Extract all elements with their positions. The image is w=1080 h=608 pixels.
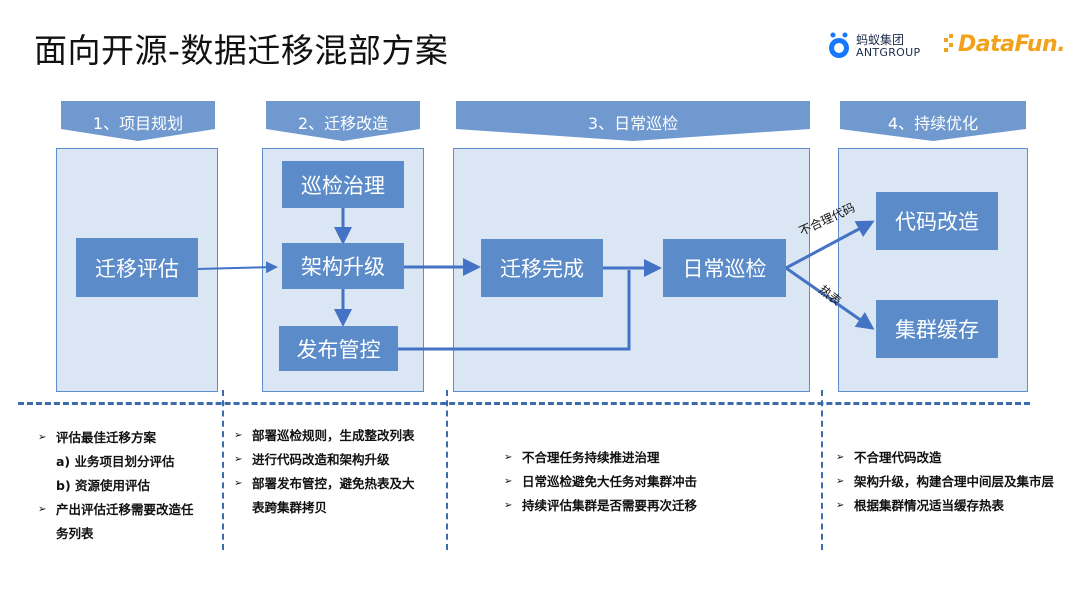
list-item: ➢产出评估迁移需要改造任: [38, 498, 194, 522]
datafun-mark-icon: [944, 34, 953, 52]
list-item: ➢不合理代码改造: [836, 446, 1054, 470]
node-daily-inspection: 日常巡检: [663, 239, 786, 297]
list-item: ➢不合理任务持续推进治理: [504, 446, 697, 470]
node-release-control: 发布管控: [279, 326, 398, 371]
arrow-daily-to-cache: [785, 266, 875, 330]
list-item: 表跨集群拷贝: [252, 500, 328, 515]
arrow-release-to-daily: [398, 270, 631, 351]
list-item: ➢日常巡检避免大任务对集群冲击: [504, 470, 697, 494]
antgroup-logo: 蚂蚁集团 ANTGROUP: [826, 30, 926, 60]
bullet-arrow-icon: ➢: [836, 452, 845, 463]
horizontal-divider: [18, 402, 1030, 405]
bullet-arrow-icon: ➢: [38, 432, 47, 443]
list-item: ➢根据集群情况适当缓存热表: [836, 494, 1054, 518]
bullet-arrow-icon: ➢: [504, 476, 513, 487]
bullets-inspection: ➢不合理任务持续推进治理 ➢日常巡检避免大任务对集群冲击 ➢持续评估集群是否需要…: [504, 446, 697, 518]
list-item: ➢进行代码改造和架构升级: [234, 448, 415, 472]
page-title: 面向开源-数据迁移混部方案: [34, 31, 449, 70]
bullet-arrow-icon: ➢: [836, 500, 845, 511]
ant-logo-en: ANTGROUP: [856, 46, 921, 59]
list-item: 务列表: [56, 526, 94, 541]
bullets-optimization: ➢不合理代码改造 ➢架构升级，构建合理中间层及集市层 ➢根据集群情况适当缓存热表: [836, 446, 1054, 518]
node-code-refactor: 代码改造: [876, 192, 998, 250]
list-item: ➢持续评估集群是否需要再次迁移: [504, 494, 697, 518]
node-cluster-cache: 集群缓存: [876, 300, 998, 358]
bullet-arrow-icon: ➢: [504, 452, 513, 463]
list-item: a) 业务项目划分评估: [56, 454, 175, 469]
bullet-arrow-icon: ➢: [504, 500, 513, 511]
column-divider-1: [222, 390, 224, 550]
node-inspection-governance: 巡检治理: [282, 161, 404, 208]
list-item: ➢架构升级，构建合理中间层及集市层: [836, 470, 1054, 494]
arrow-daily-to-code: [785, 220, 875, 270]
bullets-planning: ➢评估最佳迁移方案 a) 业务项目划分评估 b) 资源使用评估 ➢产出评估迁移需…: [38, 426, 194, 546]
bullet-arrow-icon: ➢: [234, 478, 243, 489]
arrow-assess-to-upgrade: [196, 261, 278, 274]
ant-icon: [829, 32, 849, 58]
bullet-arrow-icon: ➢: [234, 430, 243, 441]
column-divider-3: [821, 390, 823, 550]
list-item: ➢部署巡检规则，生成整改列表: [234, 424, 415, 448]
list-item: ➢部署发布管控，避免热表及大: [234, 472, 415, 496]
column-divider-2: [446, 390, 448, 550]
node-architecture-upgrade: 架构升级: [282, 243, 404, 289]
bullet-arrow-icon: ➢: [38, 504, 47, 515]
list-item: ➢评估最佳迁移方案: [38, 426, 194, 450]
list-item: b) 资源使用评估: [56, 478, 151, 493]
bullet-arrow-icon: ➢: [836, 476, 845, 487]
bullets-migration: ➢部署巡检规则，生成整改列表 ➢进行代码改造和架构升级 ➢部署发布管控，避免热表…: [234, 424, 415, 520]
node-migration-complete: 迁移完成: [481, 239, 603, 297]
datafun-logo-text: DataFun.: [958, 32, 1066, 57]
datafun-logo: DataFun.: [944, 28, 1070, 62]
ant-logo-cn: 蚂蚁集团: [856, 33, 905, 47]
bullet-arrow-icon: ➢: [234, 454, 243, 465]
node-migration-assessment: 迁移评估: [76, 238, 198, 297]
